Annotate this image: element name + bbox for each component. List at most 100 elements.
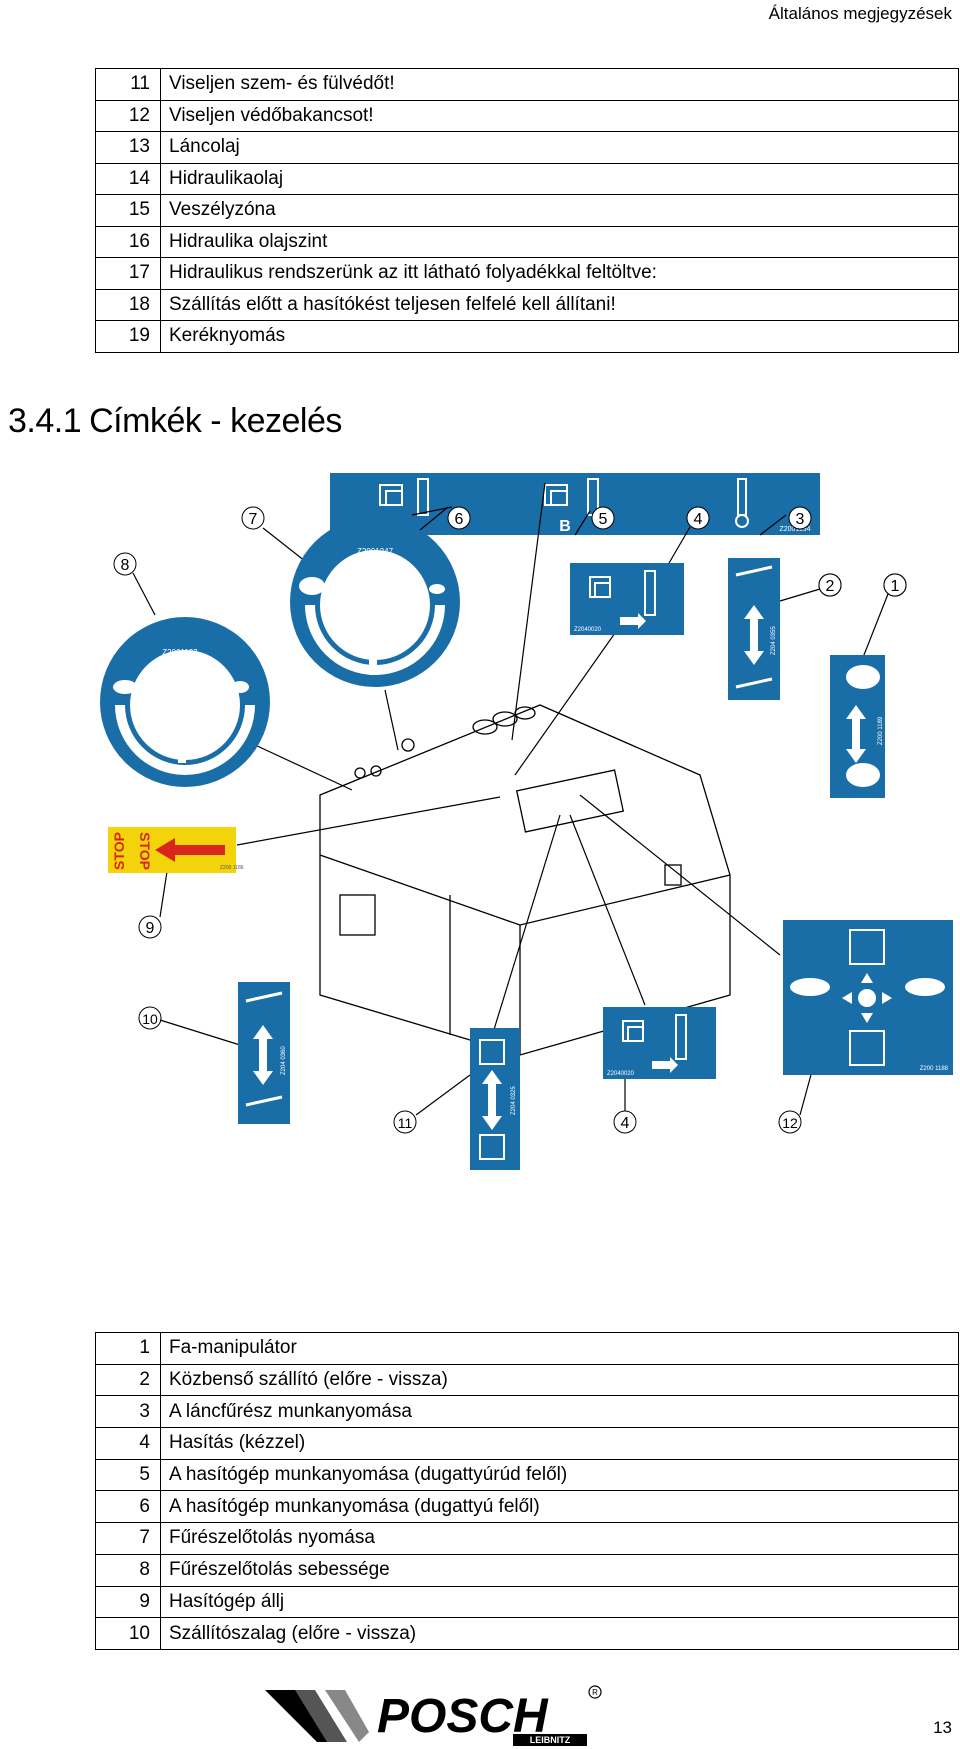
elephant-icon xyxy=(299,577,325,595)
turtle-icon xyxy=(113,680,137,694)
row-number: 3 xyxy=(95,1395,161,1429)
page-number: 13 xyxy=(933,1718,952,1737)
row-number: 14 xyxy=(95,162,161,195)
sub-brand: LEIBNITZ xyxy=(530,1735,571,1745)
section-number: 3.4.1 xyxy=(8,402,82,440)
chapter-header: Általános megjegyzések xyxy=(768,4,952,23)
callout-4-lower: 4 xyxy=(613,1110,637,1134)
hand-lever-icon xyxy=(369,659,377,675)
row-number: 16 xyxy=(95,225,161,258)
row-text: Szállítás előtt a hasítókést teljesen fe… xyxy=(160,288,959,321)
row-number: 12 xyxy=(95,99,161,132)
arrow-left-icon xyxy=(155,838,225,862)
row-text: A láncfűrész munkanyomása xyxy=(160,1395,959,1429)
sticker-code: Z204 0355 xyxy=(771,626,777,655)
labels-diagram: A B Z2001194 1 2 3 4 5 6 7 8 9 10 11 4 1… xyxy=(100,473,953,1170)
leader-lines xyxy=(132,482,889,1116)
callout-12: 12 xyxy=(778,1110,802,1134)
callout-label: 3 xyxy=(796,511,805,528)
strip-letter-b: B xyxy=(559,518,571,535)
row-number: 1 xyxy=(95,1332,161,1365)
row-text: A hasítógép munkanyomása (dugattyú felől… xyxy=(160,1490,959,1524)
callout-3-main: 3 xyxy=(788,506,812,530)
row-number: 9 xyxy=(95,1585,161,1619)
callout-6: 6 xyxy=(447,506,471,530)
mouse-icon xyxy=(429,584,445,594)
callout-label: 4 xyxy=(694,511,703,528)
row-text: Fűrészelőtolás nyomása xyxy=(160,1522,959,1555)
callout-11: 11 xyxy=(393,1110,417,1134)
row-text: Viseljen védőbakancsot! xyxy=(160,99,959,132)
dial-7-sticker: Z2001247 xyxy=(290,517,460,687)
row-text: Keréknyomás xyxy=(160,320,959,353)
callout-8: 8 xyxy=(113,552,137,576)
sticker-code: Z204 0325 xyxy=(511,1086,517,1115)
sticker-code: Z2001247 xyxy=(357,547,394,556)
row-text: Veszélyzóna xyxy=(160,194,959,227)
row-text: Közbenső szállító (előre - vissza) xyxy=(160,1363,959,1397)
hand-lever-icon xyxy=(178,747,186,763)
callout-label: 1 xyxy=(891,578,900,595)
callout-label: 12 xyxy=(782,1115,798,1131)
sticker-1: Z200 1189 xyxy=(830,655,885,798)
stop-sticker: STOP STOP Z200 1186 xyxy=(108,827,244,873)
row-number: 10 xyxy=(95,1617,161,1650)
callout-label: 10 xyxy=(142,1011,158,1027)
callout-4: 4 xyxy=(686,506,710,530)
dial-8-sticker: Z2001193 xyxy=(100,617,270,787)
sticker-code: Z204 0360 xyxy=(281,1046,287,1075)
sticker-code: Z200 1186 xyxy=(220,865,244,871)
callout-2: 2 xyxy=(818,573,842,597)
sticker-code: Z2001193 xyxy=(162,648,198,657)
callout-7: 7 xyxy=(241,506,265,530)
row-text: Fűrészelőtolás sebessége xyxy=(160,1553,959,1587)
posch-logo: POSCH LEIBNITZ R xyxy=(265,1685,602,1746)
row-text: Viseljen szem- és fülvédőt! xyxy=(160,68,959,101)
callout-label: 7 xyxy=(249,511,258,528)
callout-label: 4 xyxy=(621,1115,630,1132)
callout-1: 1 xyxy=(883,573,907,597)
sticker-code: Z2040020 xyxy=(574,627,602,633)
row-number: 17 xyxy=(95,257,161,290)
row-text: Hidraulika olajszint xyxy=(160,225,959,258)
row-number: 11 xyxy=(95,68,161,101)
row-text: Hasítógép állj xyxy=(160,1585,959,1619)
row-text: A hasítógép munkanyomása (dugattyúrúd fe… xyxy=(160,1458,959,1492)
sticker-4-lower: Z2040020 xyxy=(603,1007,716,1079)
sticker-code: Z2001194 xyxy=(779,526,810,533)
row-text: Szállítószalag (előre - vissza) xyxy=(160,1617,959,1650)
row-number: 18 xyxy=(95,288,161,321)
callout-label: 9 xyxy=(146,920,155,937)
log-icon xyxy=(790,978,945,996)
callout-9: 9 xyxy=(138,915,162,939)
sticker-code: Z2040020 xyxy=(607,1071,635,1077)
callout-label: 2 xyxy=(826,578,835,595)
row-number: 6 xyxy=(95,1490,161,1524)
row-text: Láncolaj xyxy=(160,131,959,164)
sticker-10: Z204 0360 xyxy=(238,982,290,1124)
row-number: 19 xyxy=(95,320,161,353)
rabbit-icon xyxy=(231,681,249,693)
row-number: 2 xyxy=(95,1363,161,1397)
callout-10: 10 xyxy=(138,1006,162,1030)
stop-label-2: STOP xyxy=(137,832,153,870)
machine-body xyxy=(319,704,731,1056)
sticker-2: Z204 0355 xyxy=(728,558,780,700)
row-text: Fa-manipulátor xyxy=(160,1332,959,1365)
callout-label: 5 xyxy=(599,511,608,528)
